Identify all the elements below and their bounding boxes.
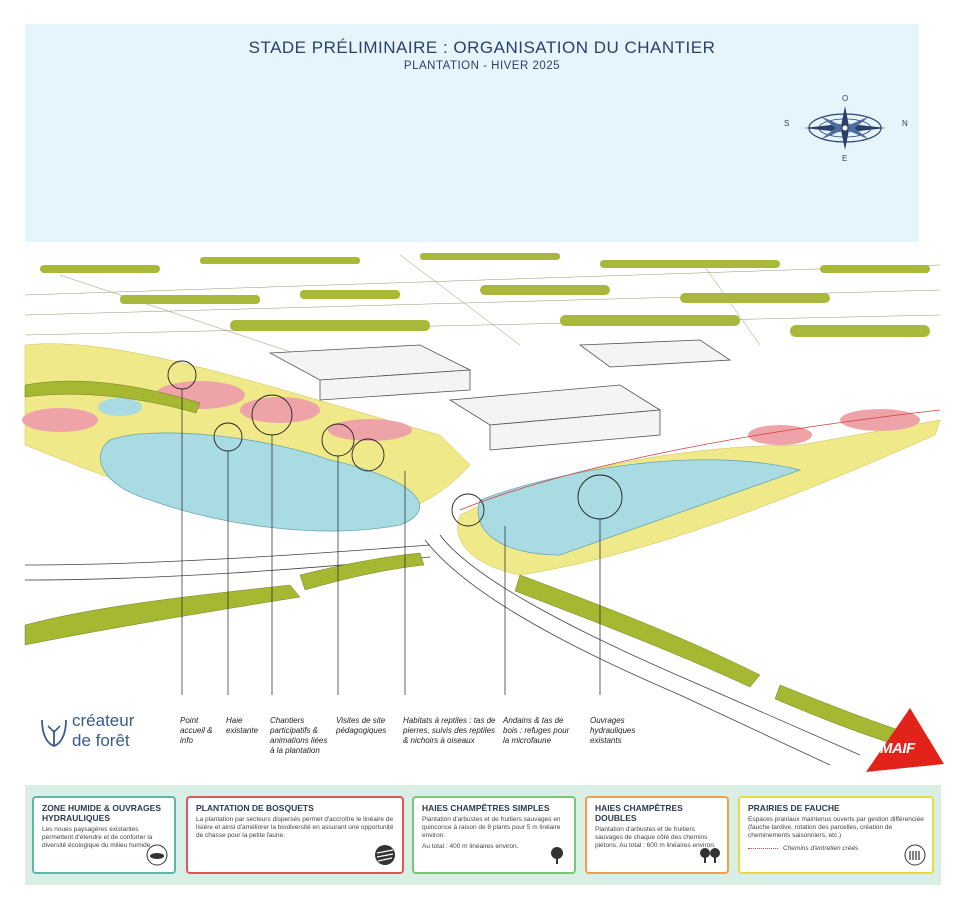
sky-background bbox=[25, 24, 919, 242]
legend-text-total: Au total : 400 m linéaires environ. bbox=[422, 843, 519, 850]
legend-text: Espaces prairiaux maintenus ouverts par … bbox=[748, 816, 924, 839]
compass-north-label: O bbox=[842, 94, 849, 103]
compass-east-label: N bbox=[902, 119, 908, 128]
callout-visites-site: Visites de site pédagogiques bbox=[336, 716, 387, 735]
createur-logo-line2: de forêt bbox=[72, 731, 130, 750]
legend-card-haies-simples: HAIES CHAMPÊTRES SIMPLES Plantation d'ar… bbox=[412, 796, 576, 874]
legend-path-item: Chemins d'entretien créés bbox=[748, 845, 924, 853]
background-fields bbox=[24, 254, 941, 356]
callout-leaders bbox=[181, 389, 601, 695]
legend-card-prairies: PRAIRIES DE FAUCHE Espaces prairiaux mai… bbox=[738, 796, 934, 874]
double-tree-icon bbox=[700, 848, 720, 863]
grove-icon bbox=[375, 845, 395, 865]
callout-andains-bois: Andains & tas de bois : refuges pour la … bbox=[503, 716, 570, 745]
legend-title: HAIES CHAMPÊTRES SIMPLES bbox=[422, 803, 550, 813]
wetland-icon bbox=[146, 844, 168, 866]
legend-text: Plantation d'arbustes et de fruitiers sa… bbox=[595, 826, 716, 849]
callout-habitats-reptiles: Habitats à reptiles : tas de pierres, su… bbox=[403, 716, 496, 745]
legend-card-bosquets: PLANTATION DE BOSQUETS La plantation par… bbox=[186, 796, 404, 874]
roads bbox=[24, 534, 861, 766]
page-title: STADE PRÉLIMINAIRE : ORGANISATION DU CHA… bbox=[248, 38, 716, 57]
maif-logo-text: MAIF bbox=[880, 740, 915, 757]
callout-ouvrages-hydrauliques: Ouvrages hydrauliques existants bbox=[590, 716, 636, 745]
legend-card-haies-doubles: HAIES CHAMPÊTRES DOUBLES Plantation d'ar… bbox=[585, 796, 729, 874]
compass-rose-icon bbox=[804, 106, 886, 150]
legend-title: HAIES CHAMPÊTRES DOUBLES bbox=[595, 803, 683, 823]
aerial-site-illustration bbox=[22, 253, 941, 766]
dotted-path-swatch bbox=[748, 847, 778, 849]
callout-point-accueil: Point accueil & info bbox=[180, 716, 213, 745]
compass-rose: O S N E bbox=[780, 92, 910, 164]
legend-text: Les noues paysagères existantes permette… bbox=[42, 826, 153, 849]
meadow-icon bbox=[904, 844, 926, 866]
legend-title: PRAIRIES DE FAUCHE bbox=[748, 803, 840, 813]
legend-title: PLANTATION DE BOSQUETS bbox=[196, 803, 314, 813]
compass-south-label: E bbox=[842, 154, 848, 163]
east-site bbox=[457, 409, 941, 576]
page-subtitle: PLANTATION - HIVER 2025 bbox=[403, 60, 561, 72]
callout-chantiers-participatifs: Chantiers participatifs & animations lié… bbox=[270, 716, 328, 755]
industrial-buildings bbox=[268, 339, 732, 451]
legend-title: ZONE HUMIDE & OUVRAGES HYDRAULIQUES bbox=[42, 803, 162, 823]
single-tree-icon bbox=[551, 847, 563, 864]
legend-text: Plantation d'arbustes et de fruitiers sa… bbox=[422, 816, 561, 839]
maif-logo bbox=[866, 708, 944, 772]
createur-logo-text: créateur de forêt bbox=[72, 711, 134, 751]
createur-logo-line1: créateur bbox=[72, 711, 135, 730]
callout-haie-existante: Haie existante bbox=[226, 716, 259, 735]
distant-tree-lines bbox=[40, 253, 930, 337]
tree-leaf-icon bbox=[41, 719, 67, 747]
legend-text: La plantation par secteurs dispersés per… bbox=[196, 816, 394, 839]
compass-west-label: S bbox=[784, 119, 790, 128]
legend-card-zone-humide: ZONE HUMIDE & OUVRAGES HYDRAULIQUES Les … bbox=[32, 796, 176, 874]
createur-de-foret-logo: créateur de forêt bbox=[38, 708, 178, 758]
legend-path-label: Chemins d'entretien créés bbox=[783, 845, 859, 852]
